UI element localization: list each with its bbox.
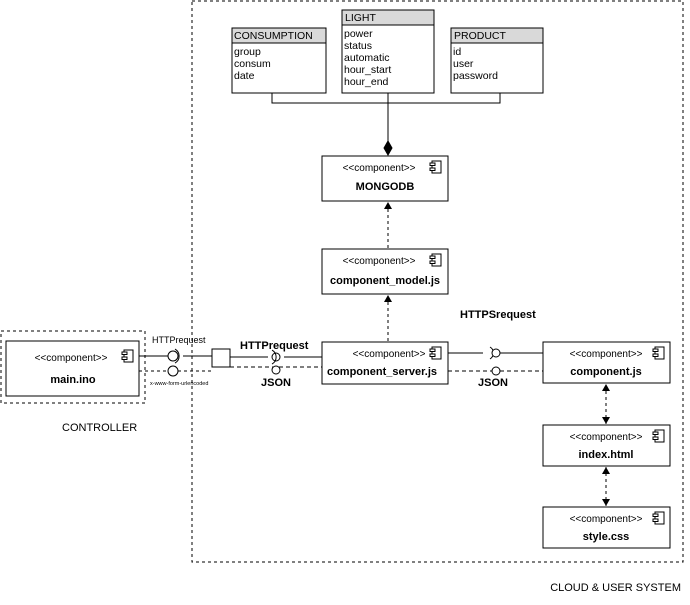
gateway-server-interfaces bbox=[230, 349, 322, 375]
component-name: component.js bbox=[570, 366, 642, 378]
table-title: LIGHT bbox=[345, 12, 377, 24]
component-server: <<component>> component_server.js bbox=[321, 341, 449, 385]
stereotype-label: <<component>> bbox=[570, 349, 643, 360]
component-icon bbox=[121, 349, 134, 363]
http-request-label: HTTPrequest bbox=[240, 340, 309, 352]
component-controller: <<component>> main.ino bbox=[5, 340, 140, 397]
stereotype-label: <<component>> bbox=[353, 349, 426, 360]
composition-connector bbox=[271, 93, 501, 157]
component-name: index.html bbox=[578, 449, 633, 461]
stereotype-label: <<component>> bbox=[570, 432, 643, 443]
component-name: component_model.js bbox=[330, 275, 440, 287]
component-icon bbox=[652, 346, 665, 360]
https-request-label: HTTPSrequest bbox=[460, 309, 536, 321]
stereotype-label: <<component>> bbox=[343, 163, 416, 174]
component-icon bbox=[652, 429, 665, 443]
component-name: main.ino bbox=[50, 374, 96, 386]
cloud-region-label: CLOUD & USER SYSTEM bbox=[550, 582, 681, 594]
stereotype-label: <<component>> bbox=[343, 256, 416, 267]
stereotype-label: <<component>> bbox=[35, 353, 108, 364]
component-mongodb: <<component>> MONGODB bbox=[321, 155, 449, 202]
table-field: status bbox=[344, 40, 372, 52]
table-field: power bbox=[344, 28, 373, 40]
table-title: CONSUMPTION bbox=[234, 30, 313, 42]
table-field: hour_start bbox=[344, 64, 391, 76]
table-field: password bbox=[453, 70, 498, 82]
table-field: date bbox=[234, 70, 255, 82]
table-light: LIGHT power status automatic hour_start … bbox=[341, 9, 435, 94]
json-left-label: JSON bbox=[261, 377, 291, 389]
table-product: PRODUCT id user password bbox=[450, 27, 544, 94]
table-field: group bbox=[234, 46, 261, 58]
component-style: <<component>> style.css bbox=[542, 506, 671, 549]
controller-interfaces bbox=[139, 348, 231, 377]
http-request-small-label: HTTPrequest bbox=[152, 335, 206, 345]
cloud-system-boundary bbox=[191, 0, 684, 563]
server-client-interfaces bbox=[448, 346, 543, 376]
json-right-label: JSON bbox=[478, 377, 508, 389]
table-field: hour_end bbox=[344, 76, 389, 88]
component-index: <<component>> index.html bbox=[542, 424, 671, 467]
form-encoding-label: x-www-form-urlencoded bbox=[150, 381, 208, 387]
controller-boundary bbox=[0, 330, 146, 404]
controller-region-label: CONTROLLER bbox=[62, 422, 137, 434]
component-icon bbox=[429, 253, 442, 267]
table-field: user bbox=[453, 58, 474, 70]
component-client: <<component>> component.js bbox=[542, 341, 671, 384]
table-consumption: CONSUMPTION group consum date bbox=[231, 27, 327, 94]
component-icon bbox=[429, 346, 442, 360]
table-field: id bbox=[453, 46, 461, 58]
component-icon bbox=[652, 511, 665, 525]
component-model: <<component>> component_model.js bbox=[321, 248, 449, 295]
component-name: style.css bbox=[583, 531, 629, 543]
table-field: consum bbox=[234, 58, 271, 70]
component-icon bbox=[429, 160, 442, 174]
table-title: PRODUCT bbox=[454, 30, 507, 42]
component-name: MONGODB bbox=[356, 181, 415, 193]
table-field: automatic bbox=[344, 52, 390, 64]
component-name: component_server.js bbox=[327, 366, 437, 378]
stereotype-label: <<component>> bbox=[570, 514, 643, 525]
